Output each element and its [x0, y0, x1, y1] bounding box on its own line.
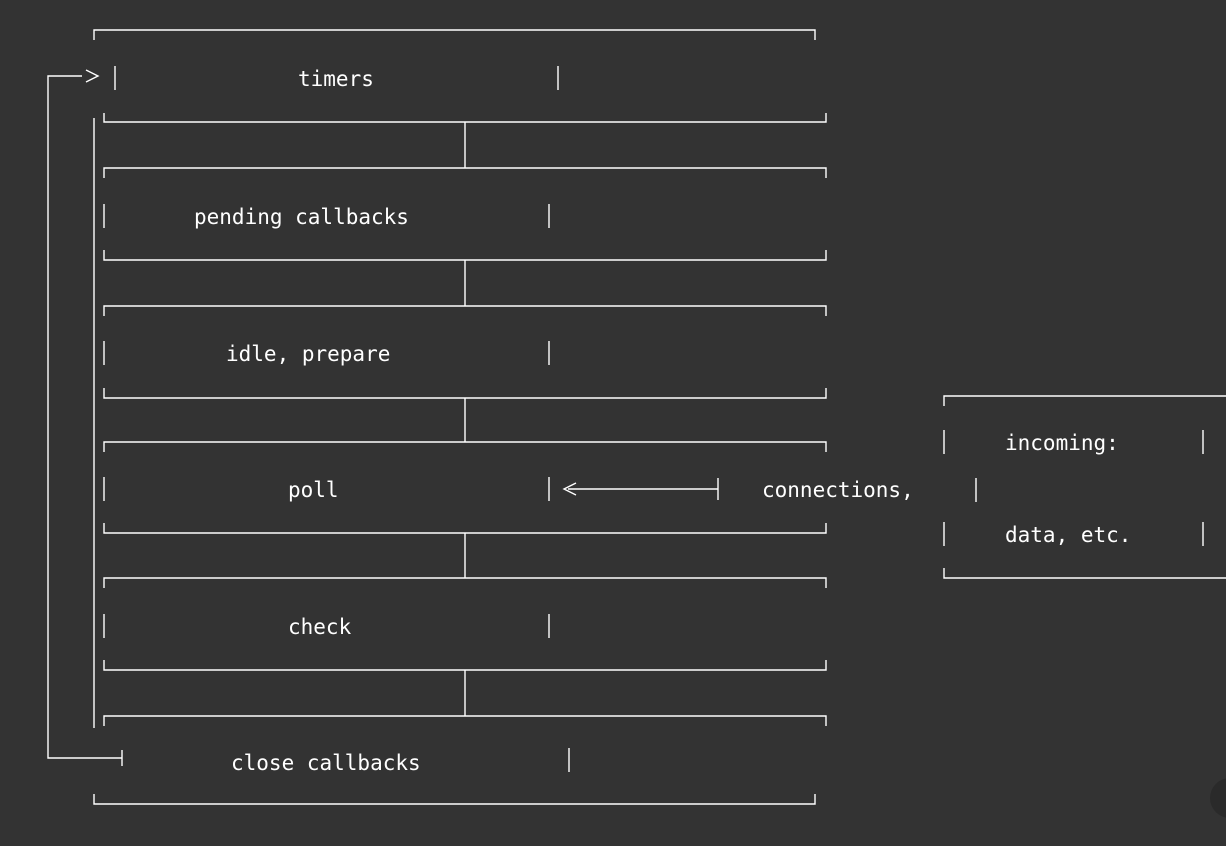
phase-box-pending-callbacks: pending callbacks — [103, 167, 827, 261]
corner-button[interactable] — [1210, 778, 1226, 818]
phase-box-close-callbacks: close callbacks — [93, 715, 827, 805]
loop-return-line — [47, 69, 123, 766]
incoming-box: incoming: connections, data, etc. — [762, 395, 1226, 579]
phase-label-timers: timers — [298, 67, 374, 91]
phase-box-idle-prepare: idle, prepare — [103, 305, 827, 399]
phase-box-timers: timers — [93, 29, 827, 123]
incoming-label-line1: incoming: — [1005, 431, 1119, 455]
incoming-arrow — [562, 478, 719, 500]
incoming-label-line3: data, etc. — [1005, 523, 1131, 547]
phase-label-poll: poll — [288, 478, 339, 502]
phase-label-check: check — [288, 615, 352, 639]
phase-label-idle-prepare: idle, prepare — [226, 342, 390, 366]
phase-box-check: check — [103, 577, 827, 671]
phase-label-close-callbacks: close callbacks — [231, 751, 421, 775]
phase-label-pending-callbacks: pending callbacks — [194, 205, 409, 229]
incoming-label-line2: connections, — [762, 478, 914, 502]
